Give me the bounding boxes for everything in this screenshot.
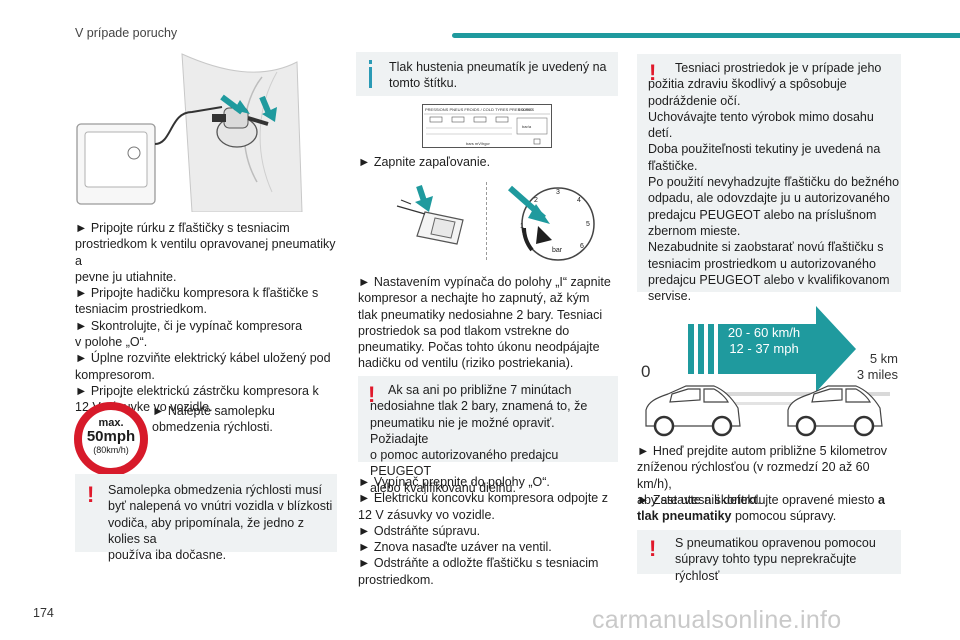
driving-car-illustration xyxy=(645,385,890,437)
speed-kmh-label: 20 - 60 km/h xyxy=(727,325,801,340)
stop-step-text: ► Zastavte a skontrolujte opravené miest… xyxy=(637,493,878,507)
speed-arrow-graphic xyxy=(688,306,856,392)
sealant-warning-box: ! Tesniaci prostriedok je v prípade jeho… xyxy=(637,54,901,303)
switch-illustration xyxy=(396,185,464,245)
distance-start-label: 0 xyxy=(641,362,651,381)
svg-text:1: 1 xyxy=(520,223,524,230)
warning-icon: ! xyxy=(368,382,376,407)
warning-icon: ! xyxy=(649,536,657,561)
pressure-warning-box: ! Ak sa ani po približne 7 minútach nedo… xyxy=(358,376,618,495)
illustration-divider xyxy=(486,182,488,260)
compressor-illustration xyxy=(76,53,303,212)
svg-text:4: 4 xyxy=(577,197,581,204)
sticker-warning-text: Samolepka obmedzenia rýchlosti musí byť … xyxy=(108,483,333,563)
sticker-max-label: max. xyxy=(98,417,124,429)
pressure-info-box: Tlak hustenia pneumatík je uvedený na to… xyxy=(356,52,618,96)
sticker-instruction: ► Nalepte samolepku obmedzenia rýchlosti… xyxy=(152,404,275,435)
sealant-warning-text: Tesniaci prostriedok je v prípade jeho p… xyxy=(648,61,900,304)
sticker-warning-box: ! Samolepka obmedzenia rýchlosti musí by… xyxy=(75,474,337,562)
drive-step: ► Hneď prejdite autom približne 5 kilome… xyxy=(637,444,888,507)
svg-text:bar: bar xyxy=(552,247,563,254)
ignition-step: ► Zapnite zapaľovanie. xyxy=(358,155,491,169)
compressor-run-steps: ► Nastavením vypínača do polohy „I“ zapn… xyxy=(358,275,611,371)
tyre-pressure-label-illustration: PRESSIONS PNEUS FROIDS / COLD TYRES PRES… xyxy=(422,104,552,148)
svg-text:6: 6 xyxy=(580,243,584,250)
svg-text:5: 5 xyxy=(586,221,590,228)
svg-text:3: 3 xyxy=(556,189,560,196)
compressor-steps: ► Pripojte rúrku z fľaštičky s tesniacim… xyxy=(75,221,336,415)
svg-text:bar/a: bar/a xyxy=(522,124,532,129)
warning-icon: ! xyxy=(87,482,95,507)
svg-text:bars mV/hgcr: bars mV/hgcr xyxy=(466,141,490,146)
distance-miles-label: 3 miles xyxy=(856,367,898,382)
svg-text:0.00/0.0: 0.00/0.0 xyxy=(518,107,533,112)
distance-km-label: 5 km xyxy=(869,351,898,366)
speed-warning-text: S pneumatikou opravenou pomocou súpravy … xyxy=(675,536,876,583)
pressure-info-text: Tlak hustenia pneumatík je uvedený na to… xyxy=(389,60,607,91)
sticker-speed-kmh: (80km/h) xyxy=(93,445,129,455)
pressure-gauge-illustration: 1 2 3 4 5 6 bar xyxy=(508,185,595,261)
svg-text:PRESSIONS PNEUS FROIDS / COLD: PRESSIONS PNEUS FROIDS / COLD TYRES PRES… xyxy=(425,107,534,112)
stop-step-bold-a: a xyxy=(877,493,885,507)
speed-mph-label: 12 - 37 mph xyxy=(729,341,799,356)
speed-limit-sticker: max. 50mph (80km/h) xyxy=(74,402,148,476)
svg-text:2: 2 xyxy=(534,197,538,204)
page-section-title: V prípade poruchy xyxy=(75,26,178,40)
header-accent-bar xyxy=(452,33,960,38)
speed-warning-box: ! S pneumatikou opravenou pomocou súprav… xyxy=(637,530,901,583)
watermark: carmanualsonline.info xyxy=(592,606,842,634)
finish-steps: ► Vypínač prepnite do polohy „O“. ► Elek… xyxy=(358,475,608,587)
stop-step: ► Zastavte a skontrolujte opravené miest… xyxy=(637,492,901,525)
pressure-warning-text: Ak sa ani po približne 7 minútach nedosi… xyxy=(370,383,588,495)
sticker-speed-mph: 50mph xyxy=(86,428,136,445)
stop-step-bold-pressure: tlak pneumatiky xyxy=(637,509,732,524)
page-number: 174 xyxy=(33,606,54,620)
stop-step-text-end: pomocou súpravy. xyxy=(731,509,837,524)
warning-icon: ! xyxy=(649,60,657,85)
